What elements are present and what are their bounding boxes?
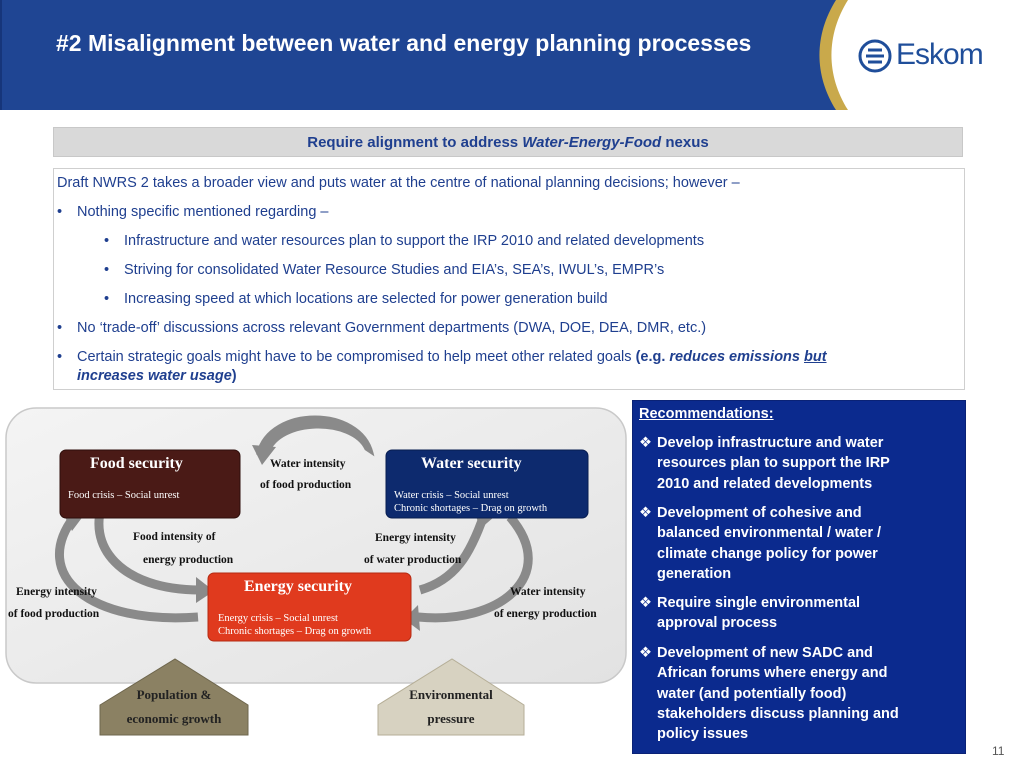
- rec-line: climate change policy for power: [657, 545, 878, 562]
- energy-security-box: [207, 572, 412, 642]
- water-security-sub2: Chronic shortages – Drag on growth: [394, 503, 548, 514]
- paren-open: (e.g.: [635, 349, 670, 365]
- environment-arrow-shape: [377, 658, 525, 736]
- energy-security-title: Energy security: [244, 578, 352, 595]
- sub-bullet-studies: • Striving for consolidated Water Resourc…: [104, 261, 664, 280]
- label-food-intensity-energy-2: energy production: [143, 554, 234, 566]
- emph-reduces: reduces emissions: [669, 349, 804, 365]
- rec-line: Require single environmental: [657, 595, 861, 611]
- bullet-text: Increasing speed at which locations are …: [124, 291, 608, 307]
- bullet-strategic-goals: • Certain strategic goals might have to …: [57, 348, 957, 386]
- arrow-head-food-to-energy: [196, 577, 214, 603]
- header-band: [0, 0, 848, 110]
- bullet-marker: •: [104, 262, 110, 278]
- population-label: Population & economic growth: [100, 683, 248, 731]
- rec-line: 2010 and related developments: [657, 475, 873, 492]
- diamond-bullet-icon: ❖: [639, 645, 652, 661]
- arrow-head-water-to-food: [252, 445, 276, 465]
- bullet-marker: •: [57, 320, 63, 336]
- food-security-box: [59, 449, 241, 519]
- sub-bullet-locations: • Increasing speed at which locations are…: [104, 290, 608, 309]
- rec-line: generation: [657, 565, 732, 582]
- rec-line: stakeholders discuss planning and: [657, 705, 899, 722]
- energy-security-sub1: Energy crisis – Social unrest: [218, 613, 338, 624]
- recommendations-panel: Recommendations: ❖ Develop infrastructur…: [632, 400, 966, 754]
- intro-text: Draft NWRS 2 takes a broader view and pu…: [57, 175, 740, 191]
- logo-wordmark: Eskom: [896, 38, 984, 71]
- rec-line: approval process: [657, 615, 778, 632]
- bullet-text: Nothing specific mentioned regarding –: [77, 204, 329, 220]
- rec-line: policy issues: [657, 726, 749, 743]
- environment-label: Environmental pressure: [378, 683, 524, 731]
- bullet-text: Certain strategic goals might have to be…: [77, 349, 636, 365]
- rec-line: African forums where energy and: [657, 665, 888, 682]
- nexus-banner: Require alignment to address Water-Energ…: [53, 127, 963, 157]
- eskom-logo-icon: [858, 39, 892, 73]
- banner-emphasis: Water-Energy-Food: [522, 134, 662, 151]
- recommendation-item: ❖ Develop infrastructure and water resour…: [639, 433, 959, 494]
- population-line2: economic growth: [126, 711, 222, 726]
- nexus-diagram: Food security Food crisis – Social unres…: [0, 405, 630, 745]
- label-energy-intensity-food-2: of food production: [8, 608, 100, 620]
- label-water-intensity-food-2: of food production: [260, 479, 352, 491]
- arrow-head-water-to-energy: [404, 605, 420, 631]
- eskom-logo: Eskom: [858, 36, 992, 76]
- slide-header: #2 Misalignment between water and energy…: [0, 0, 1024, 110]
- bullet-nothing-specific: • Nothing specific mentioned regarding –: [57, 203, 328, 222]
- food-security-title: Food security: [90, 455, 183, 472]
- population-arrow-shape: [99, 658, 249, 736]
- emph-but: but: [804, 349, 827, 365]
- bullet-trade-off: • No ‘trade-off’ discussions across relev…: [57, 319, 706, 338]
- paren-close: ): [231, 368, 237, 384]
- rec-line: balanced environmental / water /: [657, 525, 882, 542]
- water-security-sub1: Water crisis – Social unrest: [394, 490, 509, 501]
- label-water-intensity-food: Water intensity: [270, 458, 346, 470]
- food-security-sub: Food crisis – Social unrest: [68, 490, 180, 501]
- bullet-text: Infrastructure and water resources plan …: [124, 233, 705, 249]
- rec-line: water (and potentially food): [657, 685, 847, 702]
- rec-line: Development of cohesive and: [657, 505, 862, 521]
- bullet-marker: •: [57, 349, 63, 365]
- arrow-water-to-energy-outer: [417, 514, 533, 623]
- label-water-intensity-energy: Water intensity: [510, 586, 586, 598]
- recommendation-item: ❖ Require single environmental approval p…: [639, 593, 959, 634]
- bullet-text: No ‘trade-off’ discussions across releva…: [77, 320, 707, 336]
- recommendations-title: Recommendations:: [639, 406, 774, 422]
- rec-line: Development of new SADC and: [657, 645, 873, 661]
- nexus-diagram-graphics: [5, 407, 627, 736]
- energy-security-sub2: Chronic shortages – Drag on growth: [218, 626, 372, 637]
- label-water-intensity-energy-2: of energy production: [494, 608, 597, 620]
- population-line1: Population &: [136, 687, 212, 702]
- slide-title: #2 Misalignment between water and energy…: [56, 30, 752, 56]
- environment-line1: Environmental: [409, 687, 493, 702]
- recommendation-item: ❖ Development of cohesive and balanced en…: [639, 503, 959, 584]
- nwrs-textbox: Draft NWRS 2 takes a broader view and pu…: [53, 168, 965, 390]
- diamond-bullet-icon: ❖: [639, 595, 652, 611]
- label-food-intensity-energy: Food intensity of: [133, 531, 216, 543]
- bullet-text: Striving for consolidated Water Resource…: [124, 262, 665, 278]
- water-security-title: Water security: [421, 455, 522, 472]
- bullet-marker: •: [57, 204, 63, 220]
- bullet-marker: •: [104, 291, 110, 307]
- arrow-energy-to-food-outer: [54, 514, 199, 623]
- banner-prefix: Require alignment to address: [307, 134, 523, 151]
- sub-bullet-infrastructure: • Infrastructure and water resources plan…: [104, 232, 704, 251]
- bullet-marker: •: [104, 233, 110, 249]
- water-security-box: [385, 449, 589, 519]
- label-energy-intensity-water-2: of water production: [364, 554, 462, 566]
- banner-suffix: nexus: [661, 134, 709, 151]
- label-energy-intensity-water: Energy intensity: [375, 532, 456, 544]
- page-number: 11: [992, 744, 1005, 758]
- diamond-bullet-icon: ❖: [639, 505, 652, 521]
- environment-line2: pressure: [427, 711, 475, 726]
- rec-line: resources plan to support the IRP: [657, 455, 890, 472]
- rec-line: Develop infrastructure and water: [657, 435, 884, 451]
- diamond-bullet-icon: ❖: [639, 435, 652, 451]
- arrow-water-to-food: [256, 415, 375, 457]
- emph-increases: increases water usage: [77, 368, 232, 384]
- label-energy-intensity-food: Energy intensity: [16, 586, 97, 598]
